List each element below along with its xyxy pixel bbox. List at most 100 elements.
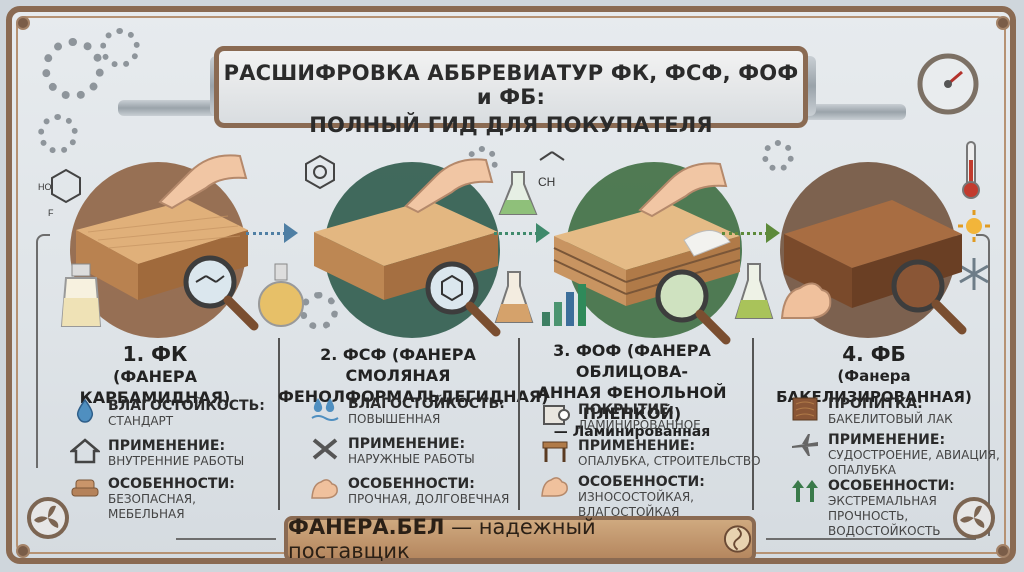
water-drop-icon [311,398,339,421]
thermometer-icon [962,141,980,199]
hand-icon [638,162,728,218]
muscle-icon [311,479,338,499]
gear-icon [38,114,78,154]
panel-2-row-3-label: ОСОБЕННОСТИ: [348,476,475,492]
panel-1-row-3: ОСОБЕННОСТИ: БЕЗОПАСНАЯ, МЕБЕЛЬНАЯ [70,476,235,522]
muscle-icon [780,282,832,319]
title-line-2: ПОЛНЫЙ ГИД ДЛЯ ПОКУПАТЕЛЯ [309,113,713,137]
panel-3-row-1-label: ПОКРЫТИЕ: [578,402,675,418]
panel-divider [752,338,754,510]
panel-3-row-3-value2: ВЛАГОСТОЙКАЯ [578,505,680,519]
panel-2-row-2: ПРИМЕНЕНИЕ: НАРУЖНЫЕ РАБОТЫ [310,436,475,467]
panel-1-row-1-label: ВЛАГОСТОЙКОСТЬ: [108,398,265,414]
chemical-structure-icon: HO F [38,168,81,218]
chem-label-f: F [48,208,54,218]
panel-4-title: 4. ФБ (Фанера БАКЕЛИЗИРОВАННАЯ) [756,342,992,408]
panel-1-subheading: (ФАНЕРА КАРБАМИДНАЯ) [79,367,231,407]
bolt [16,16,30,30]
panel-2-row-2-label: ПРИМЕНЕНИЕ: [348,436,466,452]
flow-arrow-head [284,223,298,243]
panel-1-row-3-label: ОСОБЕННОСТИ: [108,476,235,492]
fan-icon [953,497,995,539]
gear-icon [42,38,104,100]
magnifier-icon [891,259,967,335]
panel-2-heading: 2. ФСФ (ФАНЕРА СМОЛЯНАЯ [320,345,476,385]
connector-line [176,538,276,540]
flow-arrow [722,232,768,235]
panel-4-row-1-value: БАКЕЛИТОВЫЙ ЛАК [828,412,953,426]
panel-1-row-1-value: СТАНДАРТ [108,414,174,428]
panel-4-heading: 4. ФБ [842,342,906,366]
gear-icon [762,140,794,172]
panel-2-row-1-label: ВЛАГОСТОЙКОСТЬ: [348,396,505,412]
panel-1-row-2-label: ПРИМЕНЕНИЕ: [108,438,226,454]
flask-icon [734,263,774,319]
panel-4-row-2-label: ПРИМЕНЕНИЕ: [828,432,946,448]
pressure-gauge-icon [917,53,979,115]
connector-line [976,234,990,536]
panel-1-title: 1. ФК (ФАНЕРА КАРБАМИДНАЯ) [42,342,268,408]
panel-3-heading: 3. ФОФ (ФАНЕРА ОБЛИЦОВА- [553,341,711,381]
panel-2-row-3-value: ПРОЧНАЯ, ДОЛГОВЕЧНАЯ [348,492,510,506]
panel-3-row-1-value: ЛАМИНИРОВАННОЕ [578,418,701,432]
connector-line [36,234,50,468]
chemical-structure-icon [305,154,335,190]
panel-4-row-3-label: ОСОБЕННОСТИ: [828,478,955,494]
chem-label-ch: CH [538,175,555,189]
panel-2-title: 2. ФСФ (ФАНЕРА СМОЛЯНАЯ ФЕНОЛФОРМАЛЬДЕГИ… [278,344,549,407]
bolt [996,16,1010,30]
flask-icon [60,263,102,327]
panel-divider [278,338,280,510]
panel-1-row-2: ПРИМЕНЕНИЕ: ВНУТРЕННИЕ РАБОТЫ [70,438,244,469]
panel-2-row-1-value: ПОВЫШЕННАЯ [348,412,441,426]
magnifier-icon [183,255,259,331]
title-plate: РАСШИФРОВКА АББРЕВИАТУР ФК, ФСФ, ФОФ и Ф… [214,46,808,137]
panel-2-subheading: ФЕНОЛФОРМАЛЬДЕГИДНАЯ) [278,387,549,406]
panel-divider [518,338,520,510]
panel-1-row-2-value: ВНУТРЕННИЕ РАБОТЫ [108,454,245,468]
water-drop-icon [76,398,94,423]
pipe-icon [118,100,228,116]
panel-4-row-3-value: ЭКСТРЕМАЛЬНАЯ [828,494,937,508]
hand-icon [158,154,248,210]
snowflake-icon [959,258,989,290]
panel-1-row-3-value: БЕЗОПАСНАЯ, [108,492,196,506]
flask-icon [498,171,538,215]
panel-3-row-3: ОСОБЕННОСТИ: ИЗНОСОСТОЙКАЯ, ВЛАГОСТОЙКАЯ [540,474,705,520]
panel-1-row-3-value2: МЕБЕЛЬНАЯ [108,507,185,521]
flow-arrow [494,232,538,235]
magnifier-icon [655,269,731,345]
panel-2-row-2-value: НАРУЖНЫЕ РАБОТЫ [348,452,475,466]
sun-icon [958,210,990,242]
panel-3-row-3-label: ОСОБЕННОСТИ: [578,474,705,490]
wrench-icon [312,438,338,460]
wood-knot-icon [723,525,752,553]
chem-label-ho: HO [38,182,52,192]
panel-1-row-1: ВЛАГОСТОЙКОСТЬ: СТАНДАРТ [70,398,265,429]
hand-icon [404,158,494,214]
fan-icon [27,497,69,539]
bolt [996,544,1010,558]
panel-3-title: 3. ФОФ (ФАНЕРА ОБЛИЦОВА- АННАЯ ФЕНОЛЬНОЙ… [516,340,748,440]
formwork-icon [542,441,568,462]
footer-plate: ФАНЕРА.БЕЛ — надежный поставщик [284,515,756,563]
gear-icon [100,28,140,68]
panel-4-row-3-value3: ВОДОСТОЙКОСТЬ [828,524,941,538]
muscle-icon [541,477,568,497]
panel-3-subheading: АННАЯ ФЕНОЛЬНОЙ ПЛЕНКОЙ) [537,383,727,423]
bar-chart-icon [542,284,586,326]
wood-texture-icon [792,397,818,421]
pipe-icon [796,104,906,120]
panel-2-row-3: ОСОБЕННОСТИ: ПРОЧНАЯ, ДОЛГОВЕЧНАЯ [310,476,509,507]
gear-icon [300,292,338,330]
arrows-icon [792,480,818,502]
flow-arrow-head [536,223,550,243]
panel-4-row-3: ОСОБЕННОСТИ: ЭКСТРЕМАЛЬНАЯ ПРОЧНОСТЬ, ВО… [790,478,955,539]
panel-3-row-2-label: ПРИМЕНЕНИЕ: [578,438,696,454]
flow-arrow-head [766,223,780,243]
flask-icon [258,263,304,327]
connector-line [766,538,976,540]
panel-4-row-2: ПРИМЕНЕНИЕ: СУДОСТРОЕНИЕ, АВИАЦИЯ, ОПАЛУ… [790,432,1000,478]
footer-tagline: — надежный поставщик [288,515,596,563]
panel-4-row-3-value2: ПРОЧНОСТЬ, [828,509,909,523]
